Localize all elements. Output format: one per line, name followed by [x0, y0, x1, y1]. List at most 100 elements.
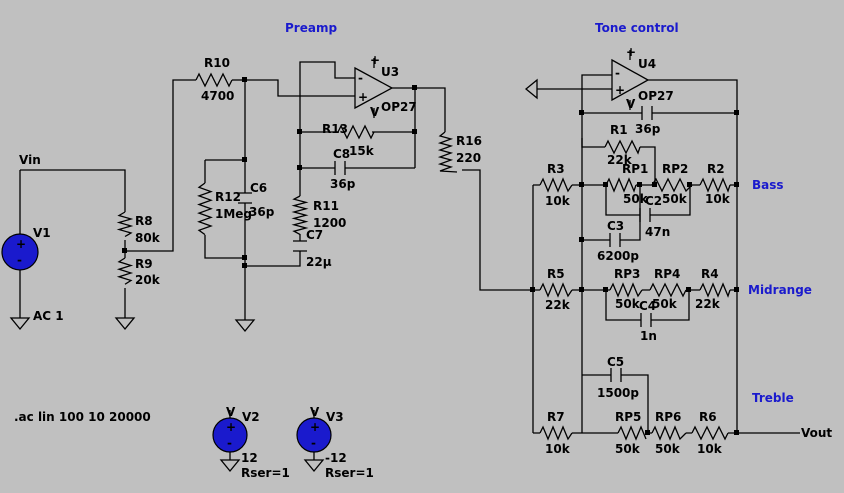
- label-c2-name: C2: [645, 194, 662, 208]
- junction: [645, 430, 650, 435]
- capacitor-c5[interactable]: [610, 368, 622, 382]
- resistor-rp5[interactable]: [617, 425, 647, 441]
- label-r9-value: 20k: [135, 273, 161, 287]
- capacitor-c3[interactable]: [609, 233, 621, 247]
- junction: [687, 182, 692, 187]
- junction: [603, 287, 608, 292]
- source-v3[interactable]: + - V: [296, 405, 332, 453]
- label-r7-value: 10k: [545, 442, 571, 456]
- net-label-bass: Bass: [752, 178, 784, 192]
- junction: [734, 287, 739, 292]
- capacitor-c9[interactable]: [641, 106, 653, 120]
- junction: [652, 182, 657, 187]
- resistor-rp6[interactable]: [651, 425, 687, 441]
- junction: [579, 237, 584, 242]
- label-c6-value: 36p: [249, 205, 275, 219]
- label-v2-rser: Rser=1: [241, 466, 290, 480]
- label-c7-name: C7: [306, 228, 323, 242]
- junction: [579, 182, 584, 187]
- label-rp3-value: 50k: [615, 297, 641, 311]
- source-v2-circle: [212, 417, 248, 453]
- label-v3-rser: Rser=1: [325, 466, 374, 480]
- label-r7-name: R7: [547, 410, 565, 424]
- junction: [579, 287, 584, 292]
- label-c3-name: C3: [607, 219, 624, 233]
- source-v2[interactable]: + - V: [212, 405, 248, 453]
- spice-directive[interactable]: .ac lin 100 10 20000: [14, 410, 151, 424]
- junction: [297, 165, 302, 170]
- resistors: [116, 72, 731, 441]
- junction: [242, 263, 247, 268]
- resistor-rp3[interactable]: [609, 282, 643, 298]
- source-v1-minus: -: [17, 253, 22, 267]
- label-r10-name: R10: [204, 56, 230, 70]
- resistor-r10[interactable]: [195, 72, 233, 88]
- resistor-r4[interactable]: [699, 282, 731, 298]
- label-v3-name: V3: [326, 410, 344, 424]
- resistor-r13[interactable]: [337, 124, 375, 140]
- label-r6-value: 10k: [697, 442, 723, 456]
- opamp-u4-vminus: V: [626, 97, 636, 111]
- capacitor-c6[interactable]: [238, 192, 252, 222]
- label-r9-name: R9: [135, 257, 153, 271]
- wire-c5: [582, 374, 649, 433]
- resistor-r16[interactable]: [437, 131, 458, 173]
- wire-c3: [582, 185, 641, 241]
- label-rp2-name: RP2: [662, 162, 688, 176]
- junction: [412, 85, 417, 90]
- wire-u3-inv: [299, 61, 355, 132]
- label-r4-name: R4: [701, 267, 719, 281]
- resistor-r5[interactable]: [539, 282, 573, 298]
- source-v1[interactable]: + -: [1, 233, 39, 271]
- capacitor-c8[interactable]: [334, 161, 346, 175]
- section-title-tone-control: Tone control: [595, 21, 679, 35]
- resistor-r11[interactable]: [291, 195, 309, 235]
- resistor-r7[interactable]: [539, 425, 573, 441]
- resistor-r12[interactable]: [197, 182, 213, 236]
- label-r6-name: R6: [699, 410, 717, 424]
- junction: [297, 129, 302, 134]
- resistor-r9[interactable]: [116, 257, 134, 285]
- source-v3-minus: -: [311, 436, 316, 450]
- label-r11-name: R11: [313, 199, 339, 213]
- capacitor-c4[interactable]: [640, 313, 652, 327]
- label-r13-name: R13: [322, 122, 348, 136]
- resistor-r2[interactable]: [699, 177, 731, 193]
- label-u4-model: OP27: [638, 89, 674, 103]
- label-rp3-name: RP3: [614, 267, 640, 281]
- junction: [603, 182, 608, 187]
- wire-r1: [581, 138, 656, 185]
- label-r3-value: 10k: [545, 194, 571, 208]
- label-r12-value: 1Meg: [215, 207, 252, 221]
- label-r3-name: R3: [547, 162, 565, 176]
- opamp-u3-plus-sign: +: [358, 90, 368, 104]
- label-r10-value: 4700: [201, 89, 234, 103]
- label-c8-value: 36p: [330, 177, 356, 191]
- label-rp4-name: RP4: [654, 267, 680, 281]
- resistor-r1[interactable]: [604, 139, 641, 155]
- label-v3-value: -12: [325, 451, 347, 465]
- capacitor-c2[interactable]: [639, 208, 651, 222]
- opamp-u3-vminus: V: [370, 105, 380, 119]
- label-c4-value: 1n: [640, 329, 657, 343]
- label-r1-name: R1: [610, 123, 628, 137]
- resistor-rp4[interactable]: [649, 282, 687, 298]
- resistor-r6[interactable]: [691, 425, 729, 441]
- source-v2-terminal: V: [226, 405, 236, 419]
- label-r1-value: 22k: [607, 153, 633, 167]
- junction: [579, 110, 584, 115]
- resistor-rp2[interactable]: [651, 177, 693, 193]
- resistor-rp1[interactable]: [605, 177, 637, 193]
- label-c5-name: C5: [607, 355, 624, 369]
- resistor-r3[interactable]: [539, 177, 573, 193]
- opamp-u4[interactable]: - + + V: [611, 45, 650, 111]
- capacitor-c7[interactable]: [293, 240, 307, 252]
- wire-u4-inv: [581, 74, 612, 433]
- label-r11-value: 1200: [313, 216, 346, 230]
- label-rp4-value: 50k: [652, 297, 678, 311]
- opamp-u3[interactable]: - + + V: [354, 53, 394, 119]
- junction: [242, 77, 247, 82]
- source-v3-plus: +: [310, 420, 320, 434]
- resistor-r8[interactable]: [116, 211, 134, 238]
- wire-u4-out: [648, 79, 738, 433]
